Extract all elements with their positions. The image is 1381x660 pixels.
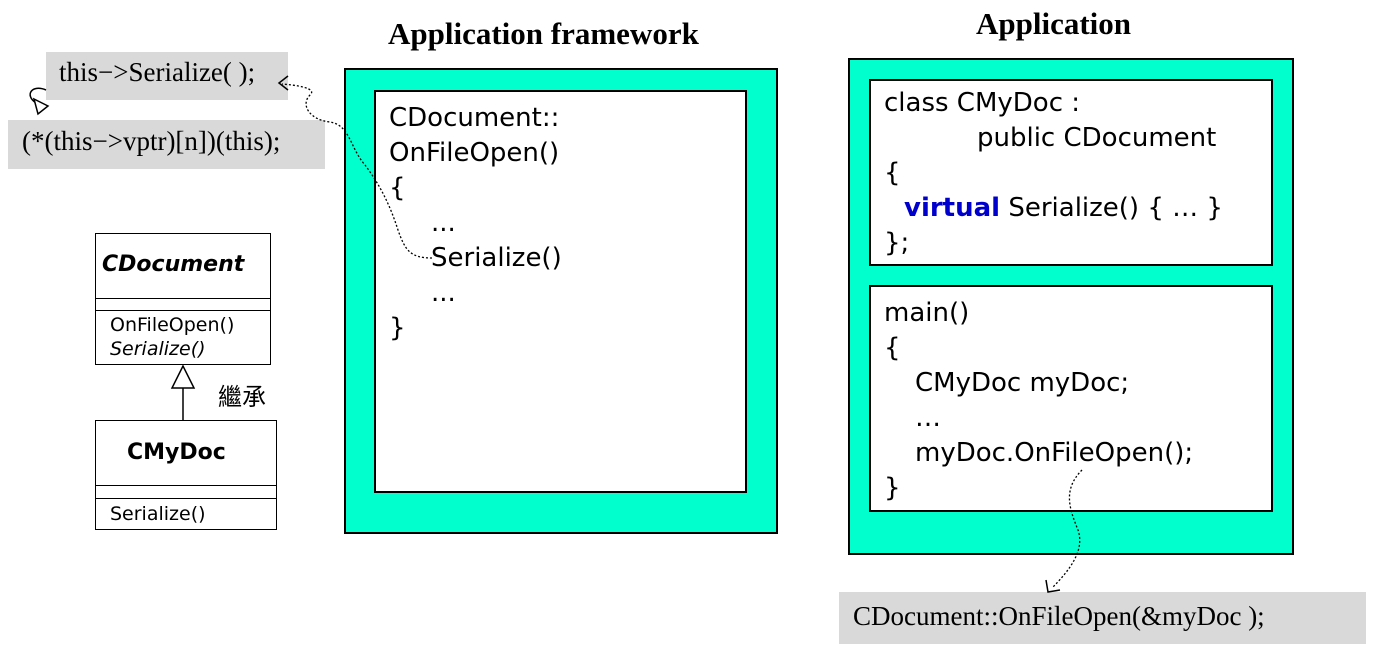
uml-cdocument-divider-1	[96, 298, 270, 299]
vptr-curved-connector	[29, 87, 47, 109]
inheritance-arrowhead	[170, 364, 196, 389]
class-code-line-5: };	[884, 228, 910, 258]
framework-code-line-2: OnFileOpen()	[389, 138, 560, 168]
uml-cdocument-name: CDocument	[102, 252, 245, 277]
class-code-panel: class CMyDoc : public CDocument { virtua…	[869, 79, 1273, 266]
inheritance-label: 繼承	[218, 383, 266, 411]
uml-cmydoc-divider-1	[96, 485, 276, 486]
main-code-panel: main() { CMyDoc myDoc; … myDoc.OnFileOpe…	[869, 285, 1273, 512]
virtual-keyword: virtual	[904, 193, 1001, 223]
serialize-call-note: this−>Serialize( );	[46, 52, 288, 100]
framework-code-line-1: CDocument::	[389, 103, 560, 133]
framework-code-line-3: {	[389, 173, 406, 203]
uml-cdocument-divider-2	[96, 310, 270, 311]
framework-code-line-5: Serialize()	[431, 243, 562, 273]
main-code-line-4: …	[915, 403, 941, 433]
vptr-call-note: (*(this−>vptr)[n])(this);	[8, 120, 325, 169]
application-title: Application	[976, 6, 1132, 41]
uml-cdocument-method-onfileopen: OnFileOpen()	[110, 314, 235, 336]
main-code-line-6: }	[884, 473, 901, 503]
class-code-line-1: class CMyDoc :	[884, 88, 1081, 118]
class-code-line-3: {	[884, 158, 901, 188]
uml-class-cmydoc: CMyDoc Serialize()	[95, 420, 277, 530]
main-code-line-1: main()	[884, 298, 970, 328]
uml-cmydoc-method-serialize: Serialize()	[110, 503, 206, 525]
framework-code-line-6: ...	[431, 278, 456, 308]
onfileopen-connector-arrowhead	[1045, 579, 1061, 593]
framework-code-panel: CDocument:: OnFileOpen() { ... Serialize…	[374, 90, 747, 493]
framework-code-line-7: }	[389, 313, 406, 343]
framework-title: Application framework	[388, 16, 699, 51]
vptr-connector-arrowhead	[32, 97, 50, 116]
main-code-line-5: myDoc.OnFileOpen();	[915, 438, 1194, 468]
class-code-line-2: public CDocument	[977, 123, 1217, 153]
main-code-line-2: {	[884, 333, 901, 363]
main-code-line-3: CMyDoc myDoc;	[915, 368, 1130, 398]
uml-class-cdocument: CDocument OnFileOpen() Serialize()	[95, 233, 271, 365]
framework-code-line-4: ...	[431, 208, 456, 238]
uml-cmydoc-divider-2	[96, 498, 276, 499]
class-code-line-4: virtual Serialize() { … }	[904, 191, 1223, 226]
uml-cdocument-method-serialize: Serialize()	[110, 338, 206, 360]
onfileopen-call-note: CDocument::OnFileOpen(&myDoc );	[839, 592, 1366, 644]
uml-cmydoc-name: CMyDoc	[127, 440, 226, 465]
class-code-line-4-rest: Serialize() { … }	[1000, 193, 1223, 223]
